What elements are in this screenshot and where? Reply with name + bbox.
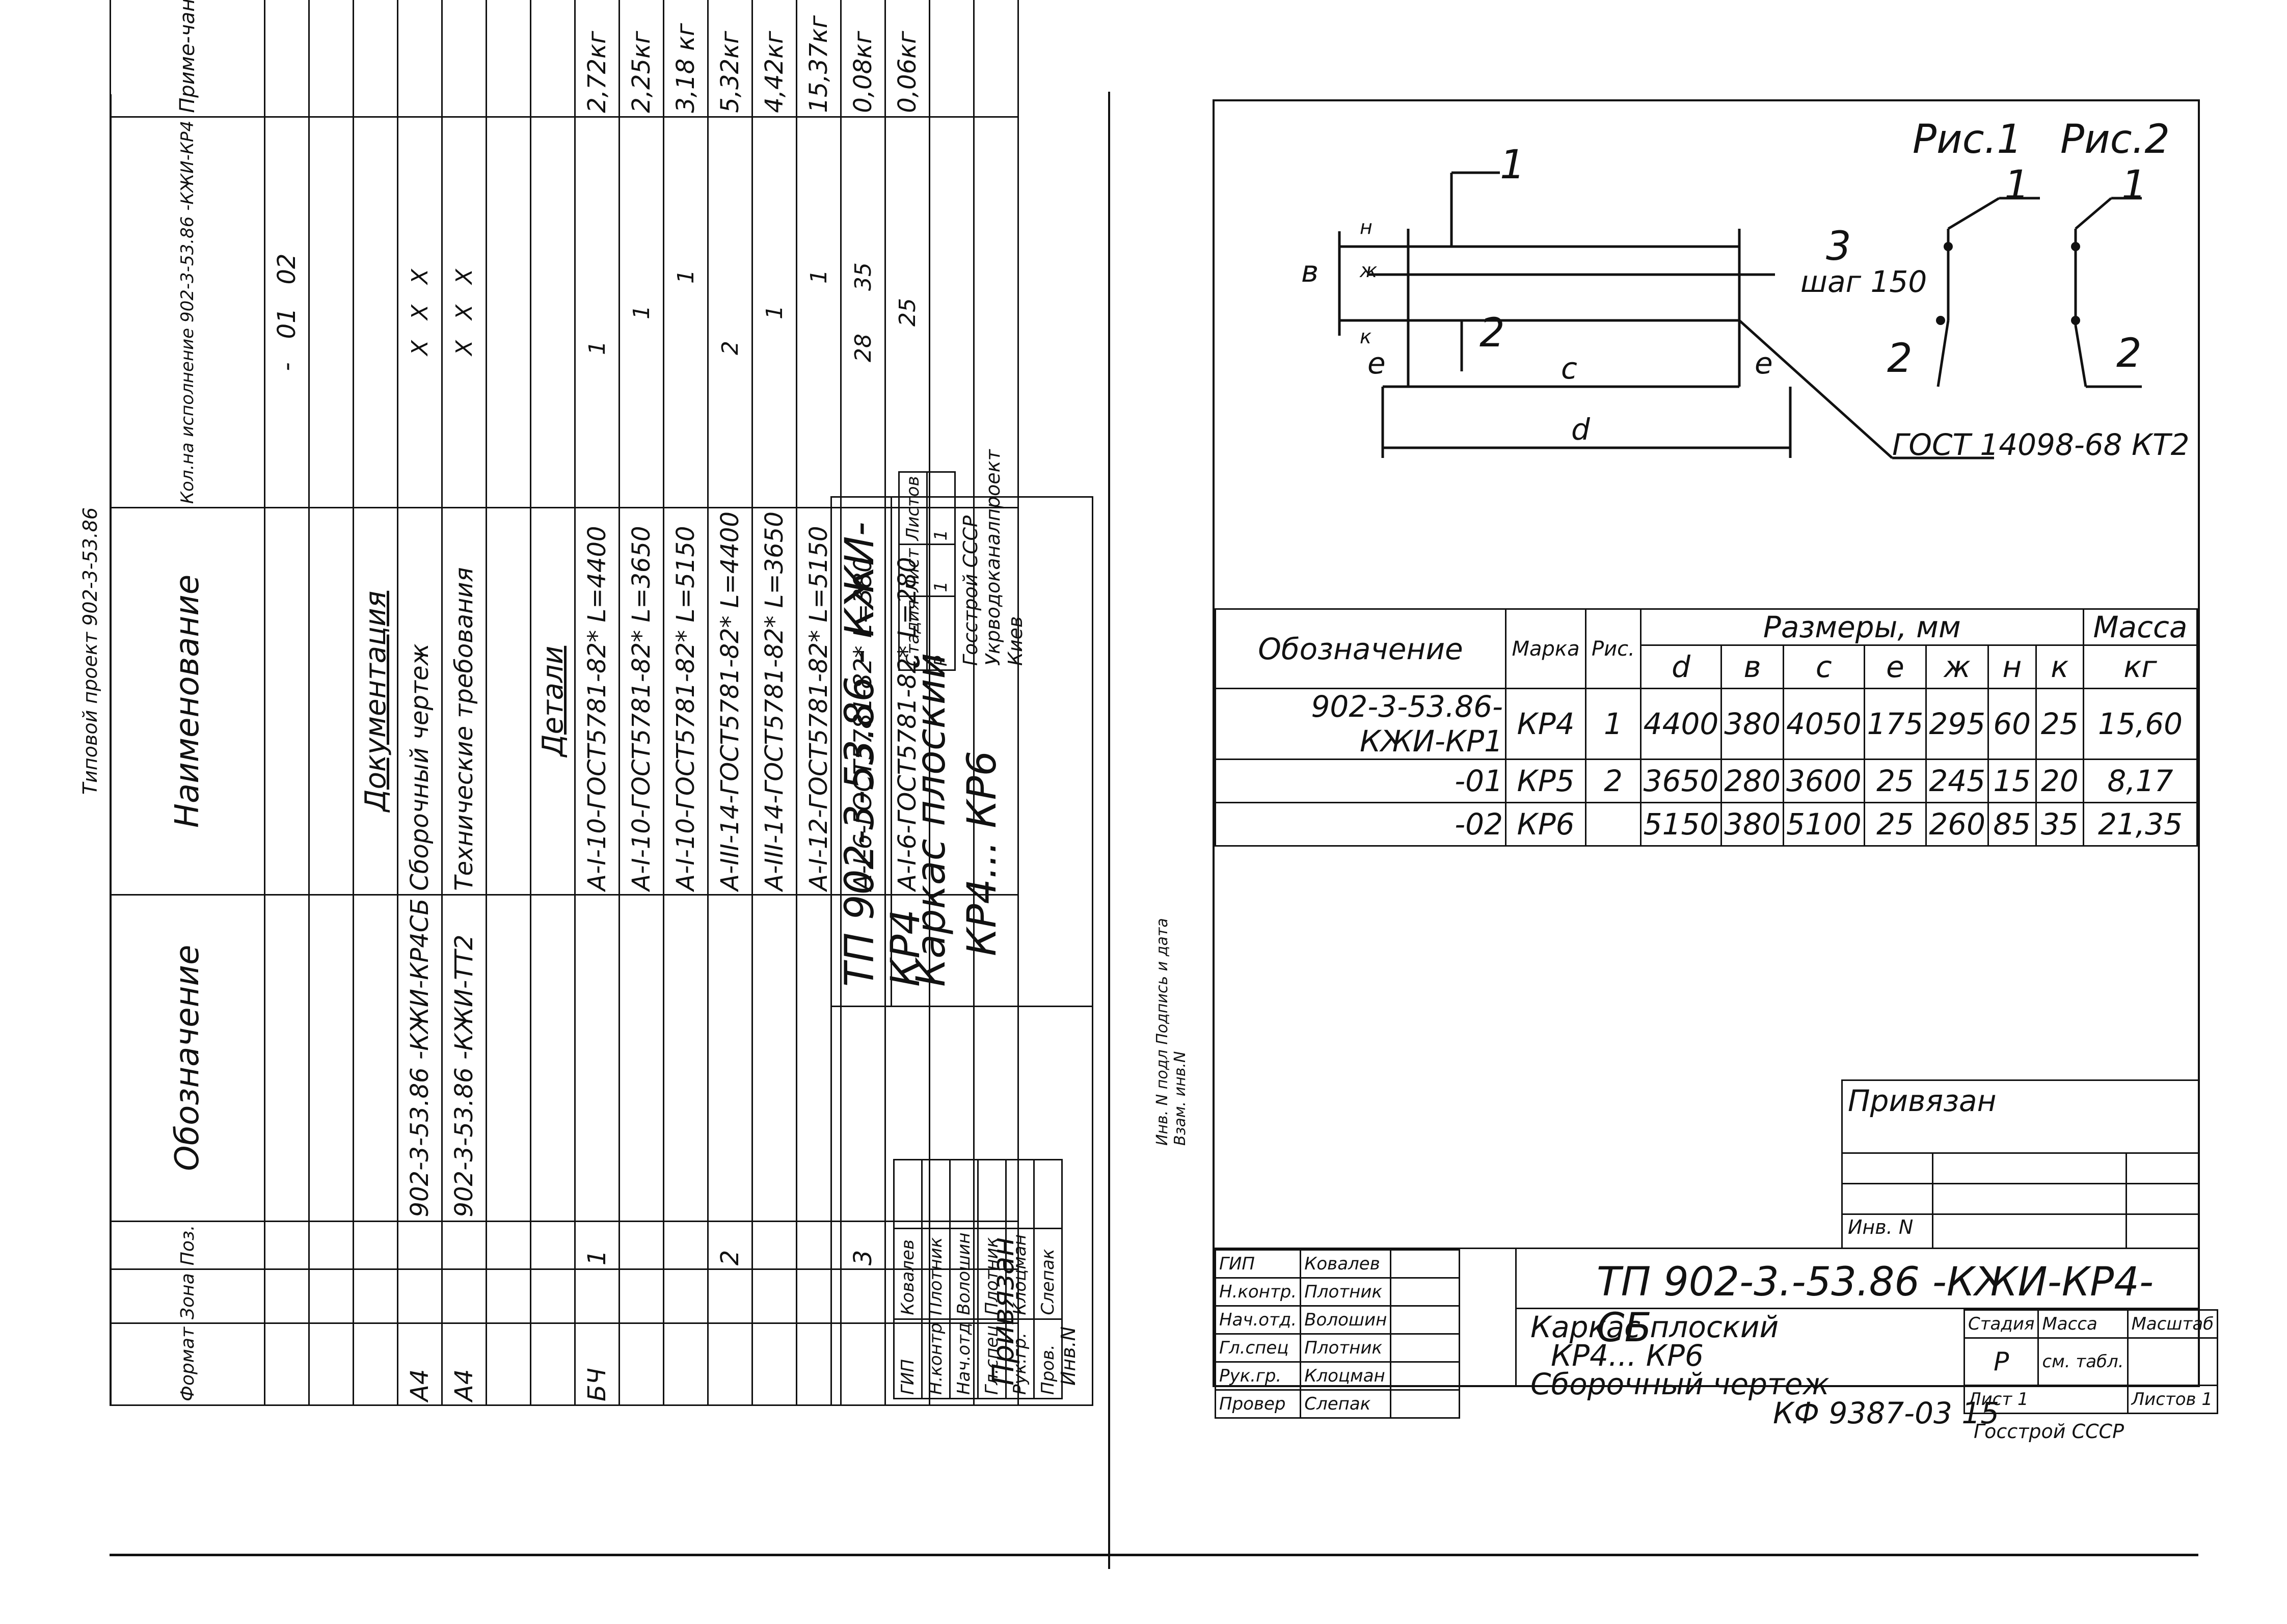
right-org: Госстрой СССР xyxy=(1974,1420,2124,1443)
hdr-fig: Рис. xyxy=(1585,608,1642,689)
dim-k: к xyxy=(1360,326,1371,348)
callout-1: 1 xyxy=(1500,142,1525,188)
qty-subheaders: - 01 02 xyxy=(264,117,309,508)
callout-3: 3 xyxy=(1826,224,1851,269)
callout-2: 2 xyxy=(1479,310,1505,356)
gost-note: ГОСТ 14098-68 КТ2 xyxy=(1892,427,2190,462)
dim-v: в xyxy=(1301,254,1319,289)
privyazan-block: Привязан Инв. N xyxy=(1841,1079,2199,1249)
left-inv: Инв.N xyxy=(1057,1326,1080,1386)
footer-note: КФ 9387-03 15 xyxy=(1773,1396,2000,1430)
side-strip-label: Инв. N подл Подпись и дата Взам. инв.N xyxy=(1153,918,1189,1146)
left-specification-sheet: Типовой проект 902-3-53.86 Формат Зона П… xyxy=(79,0,1095,1406)
right-code: ТП 902-3.-53.86 -КЖИ-КР4-СБ xyxy=(1597,1259,2154,1351)
table-row xyxy=(486,0,531,1405)
dim-e-right: е xyxy=(1755,346,1773,381)
dimensions-table: Обозначение Марка Рис. Размеры, мм Масса… xyxy=(1215,608,2198,847)
right-name: Каркас плоский КР4... КР6 Сборочный черт… xyxy=(1530,1310,1829,1401)
callout-fig2-1: 1 xyxy=(2121,163,2147,208)
frame-drawing xyxy=(1338,171,2142,459)
table-row xyxy=(309,0,354,1405)
dim-n: н xyxy=(1360,216,1373,238)
right-title-block: ТП 902-3.-53.86 -КЖИ-КР4-СБ Каркас плоск… xyxy=(1214,1248,2219,1441)
table-row: Документация xyxy=(353,0,398,1405)
dim-d: d xyxy=(1571,412,1590,447)
left-name-2: КР4... КР6 xyxy=(959,750,1005,956)
left-name-1: Каркас плоский xyxy=(908,653,954,987)
hdr-mark: Марка xyxy=(1504,608,1587,689)
table-row: Детали xyxy=(530,0,575,1405)
top-note: Типовой проект 902-3-53.86 xyxy=(79,507,101,795)
callout-fig2-2: 2 xyxy=(2116,331,2142,376)
step-label: шаг 150 xyxy=(1800,264,1927,299)
fig-label-2: Рис.2 xyxy=(2060,117,2170,163)
col-pos: Поз. xyxy=(110,1221,265,1269)
callout-fig1-1: 1 xyxy=(2004,163,2030,208)
col-name: Наименование xyxy=(110,507,265,895)
hdr-dims: Размеры, мм xyxy=(1639,608,2084,646)
col-qty: Кол.на исполнение 902-3-53.86 -КЖИ-КР4 xyxy=(110,117,265,508)
dim-zh: ж xyxy=(1360,259,1378,282)
fig-label-1: Рис.1 xyxy=(1913,117,2023,163)
col-zone: Зона xyxy=(110,1269,265,1323)
privyazan-label: Привязан xyxy=(1848,1084,1997,1118)
inv-label: Инв. N xyxy=(1848,1216,1914,1238)
dim-c: с xyxy=(1561,351,1577,386)
left-title-block: ТП 902-3-53.86 - КЖИ-КР4 Каркас плоский … xyxy=(830,449,1093,1406)
col-note: Приме-чание xyxy=(110,0,265,117)
hdr-mass: Масса xyxy=(2082,608,2198,646)
right-drawing-sheet: Рис.1 Рис.2 1 2 3 1 2 1 2 шаг 150 в ж н … xyxy=(1153,99,2219,1441)
hdr-designation: Обозначение xyxy=(1215,608,1506,689)
left-privyazan: Привязан xyxy=(986,1237,1020,1386)
col-designation: Обозначение xyxy=(110,895,265,1222)
dim-e-left: е xyxy=(1367,346,1386,381)
col-format: Формат xyxy=(110,1323,265,1405)
callout-fig1-2: 2 xyxy=(1887,336,1913,382)
left-org: Госстрой СССР Укрводоканалпроект Киев xyxy=(959,449,1027,666)
